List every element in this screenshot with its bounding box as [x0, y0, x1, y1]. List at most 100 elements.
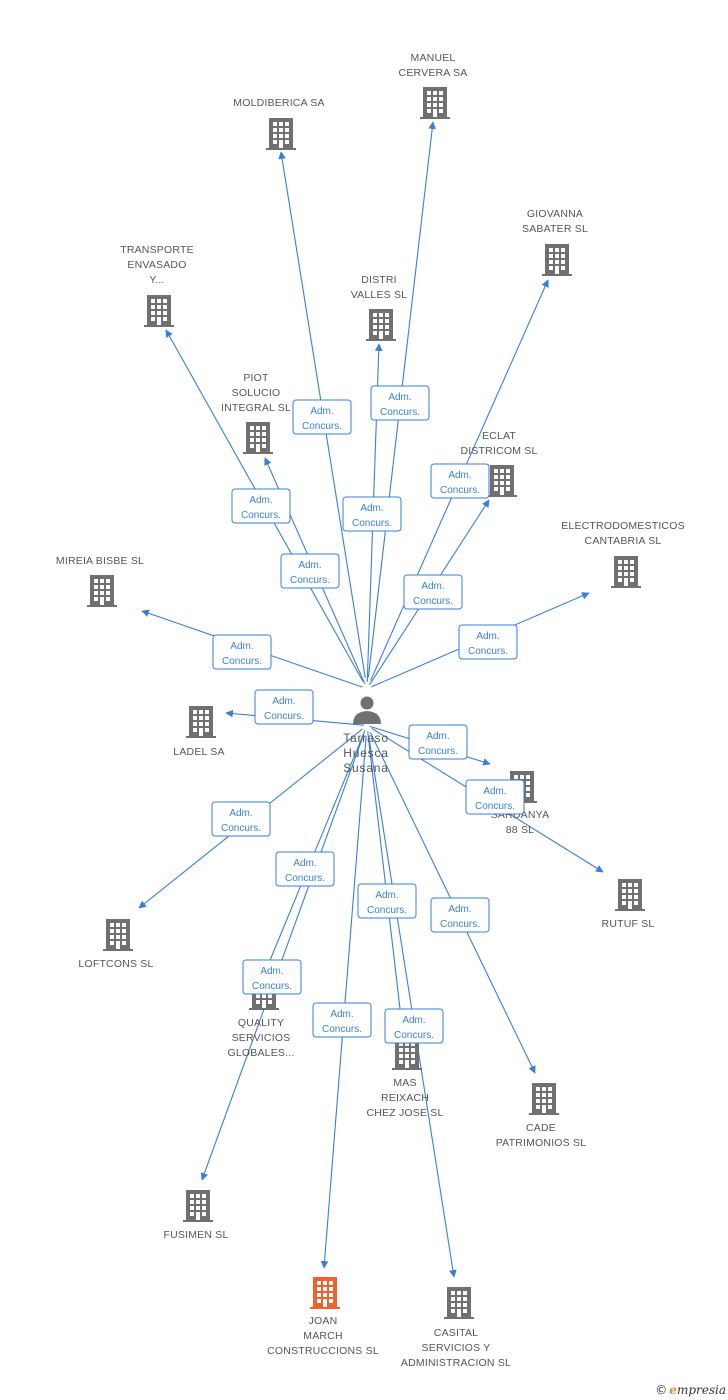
role-label-quality-servicios[interactable]: Adm.Concurs.	[275, 851, 335, 887]
role-label-text: Concurs.	[418, 746, 458, 757]
role-label-text: Adm.	[330, 1009, 353, 1020]
role-label-transporte-envasado[interactable]: Adm.Concurs.	[231, 488, 291, 524]
role-label-sardanya-88[interactable]: Adm. Concurs.	[408, 724, 468, 760]
role-label-piot-solucio[interactable]: Adm. Concurs.	[280, 553, 340, 589]
company-name-line: SERVICIOS	[232, 1032, 291, 1044]
role-label-casital-servicios[interactable]: Adm.Concurs.	[384, 1008, 444, 1044]
company-node-rutuf[interactable]: RUTUF SL	[602, 879, 655, 930]
company-node-moldiberica[interactable]: MOLDIBERICA SA	[233, 97, 325, 150]
building-icon	[310, 1277, 340, 1309]
role-label-giovanna-sabater[interactable]: Adm.Concurs.	[430, 463, 490, 499]
company-name-line: INTEGRAL SL	[221, 402, 291, 414]
company-node-ladel[interactable]: LADEL SA	[173, 706, 225, 758]
building-icon	[183, 1190, 213, 1222]
role-label-mireia-bisbe[interactable]: Adm.Concurs.	[212, 634, 272, 670]
role-label-electrodomesticos-cantabria[interactable]: Adm.Concurs.	[458, 624, 518, 660]
role-label-text: Concurs.	[380, 407, 420, 418]
role-label-manuel-cervera[interactable]: Adm. Concurs.	[370, 385, 430, 421]
role-label-rutuf[interactable]: Adm.Concurs.	[465, 779, 525, 815]
role-label-text: Adm.	[260, 966, 283, 977]
building-icon	[186, 706, 216, 738]
company-name-line: CASITAL	[434, 1327, 478, 1339]
company-name-line: JOAN	[309, 1315, 338, 1327]
building-icon	[366, 309, 396, 341]
company-name-line: TRANSPORTE	[120, 244, 194, 256]
role-label-text: Adm.	[298, 560, 321, 571]
role-label-distri-valles[interactable]: Adm.Concurs.	[342, 496, 402, 532]
building-icon	[444, 1287, 474, 1319]
company-name-line: FUSIMEN SL	[163, 1229, 228, 1241]
role-label-box	[231, 488, 291, 524]
building-icon	[103, 919, 133, 951]
company-node-transporte-envasado[interactable]: TRANSPORTEENVASADOY...	[120, 244, 194, 327]
building-icon	[266, 118, 296, 150]
role-label-text: Adm.	[272, 696, 295, 707]
company-node-fusimen[interactable]: FUSIMEN SL	[163, 1190, 228, 1241]
relation-edge-joan-march	[320, 736, 367, 1269]
company-name-line: 88 SL	[506, 824, 534, 836]
company-name-line: CHEZ JOSE SL	[366, 1107, 443, 1119]
role-label-eclat-districom[interactable]: Adm. Concurs.	[403, 574, 463, 610]
logo-initial: e	[669, 1383, 677, 1397]
person-icon-head	[360, 696, 374, 710]
role-label-text: Concurs.	[440, 919, 480, 930]
company-name-line: MANUEL	[411, 52, 456, 64]
company-name-line: ADMINISTRACION SL	[401, 1357, 511, 1369]
role-label-text: Concurs.	[252, 981, 292, 992]
company-name-line: CANTABRIA SL	[585, 535, 662, 547]
role-label-text: Adm.	[448, 904, 471, 915]
role-label-text: Adm.	[421, 581, 444, 592]
role-label-ladel[interactable]: Adm.Concurs.	[254, 689, 314, 725]
logo-wordmark: mpresia	[676, 1383, 726, 1397]
person-name-line: Huesca	[343, 746, 389, 760]
role-label-text: Adm.	[388, 392, 411, 403]
role-label-text: Adm.	[476, 631, 499, 642]
company-name-line: MIREIA BISBE SL	[56, 555, 144, 567]
company-node-quality-servicios[interactable]: QUALITYSERVICIOSGLOBALES...	[228, 978, 295, 1059]
role-label-text: Adm.	[402, 1015, 425, 1026]
role-label-fusimen[interactable]: Adm. Concurs.	[242, 959, 302, 995]
role-label-joan-march[interactable]: Adm. Concurs.	[312, 1002, 372, 1038]
role-label-loftcons[interactable]: Adm.Concurs.	[211, 801, 271, 837]
role-label-text: Adm.	[483, 786, 506, 797]
role-label-moldiberica[interactable]: Adm.Concurs.	[292, 399, 352, 435]
company-name-line: LOFTCONS SL	[78, 958, 153, 970]
building-icon	[487, 465, 517, 497]
role-label-text: Adm.	[230, 641, 253, 652]
person-name-line: Susana	[343, 761, 389, 775]
company-name-line: CERVERA SA	[399, 67, 468, 79]
relation-edge-mas-reixach	[367, 731, 406, 1027]
role-label-text: Adm.	[293, 858, 316, 869]
role-label-mas-reixach[interactable]: Adm.Concurs.	[357, 883, 417, 919]
relation-edge-casital-servicios	[368, 736, 457, 1278]
person-icon	[353, 711, 381, 724]
role-label-cade-patrimonios[interactable]: Adm. Concurs.	[430, 897, 490, 933]
role-label-text: Concurs.	[413, 596, 453, 607]
building-icon	[529, 1083, 559, 1115]
role-label-text: Concurs.	[290, 575, 330, 586]
company-name-line: PATRIMONIOS SL	[496, 1137, 587, 1149]
role-label-text: Concurs.	[221, 823, 261, 834]
company-name-line: REIXACH	[381, 1092, 429, 1104]
role-label-text: Concurs.	[322, 1024, 362, 1035]
company-name-line: DISTRICOM SL	[460, 445, 537, 457]
company-name-line: LADEL SA	[173, 746, 224, 758]
company-name-line: DISTRI	[361, 274, 397, 286]
building-icon	[615, 879, 645, 911]
company-node-loftcons[interactable]: LOFTCONS SL	[78, 919, 153, 970]
company-node-mireia-bisbe[interactable]: MIREIA BISBE SL	[56, 555, 144, 607]
company-node-manuel-cervera[interactable]: MANUEL CERVERA SA	[399, 52, 468, 119]
person-name-line: Tarraso	[343, 731, 389, 745]
role-label-text: Adm.	[426, 731, 449, 742]
role-label-text: Adm.	[375, 890, 398, 901]
